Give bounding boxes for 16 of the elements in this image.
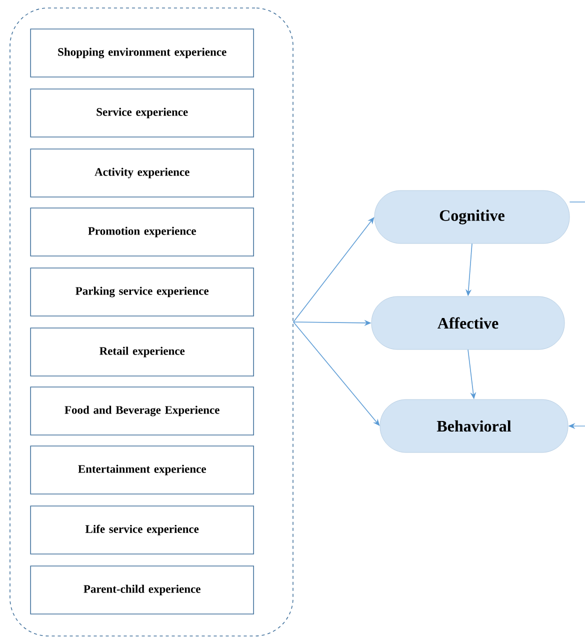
experience-box: Parent-child experience — [30, 566, 254, 614]
experience-box: Food and Beverage Experience — [30, 386, 254, 436]
experience-box: Shopping environment experience — [30, 28, 254, 78]
experience-box: Life service experience — [30, 506, 254, 554]
experience-box: Activity experience — [30, 148, 254, 198]
experience-box: Entertainment experience — [30, 446, 254, 494]
arrow — [293, 217, 374, 322]
experience-box: Service experience — [30, 88, 254, 138]
rounded-pill: Affective — [371, 296, 565, 350]
arrow — [293, 322, 380, 426]
rounded-pill: Behavioral — [380, 399, 568, 453]
experience-box: Retail experience — [30, 328, 254, 376]
experience-box: Promotion experience — [30, 208, 254, 256]
rounded-pill: Cognitive — [374, 190, 570, 244]
experience-box: Parking service experience — [30, 268, 254, 316]
dashed-group-frame — [10, 8, 294, 636]
